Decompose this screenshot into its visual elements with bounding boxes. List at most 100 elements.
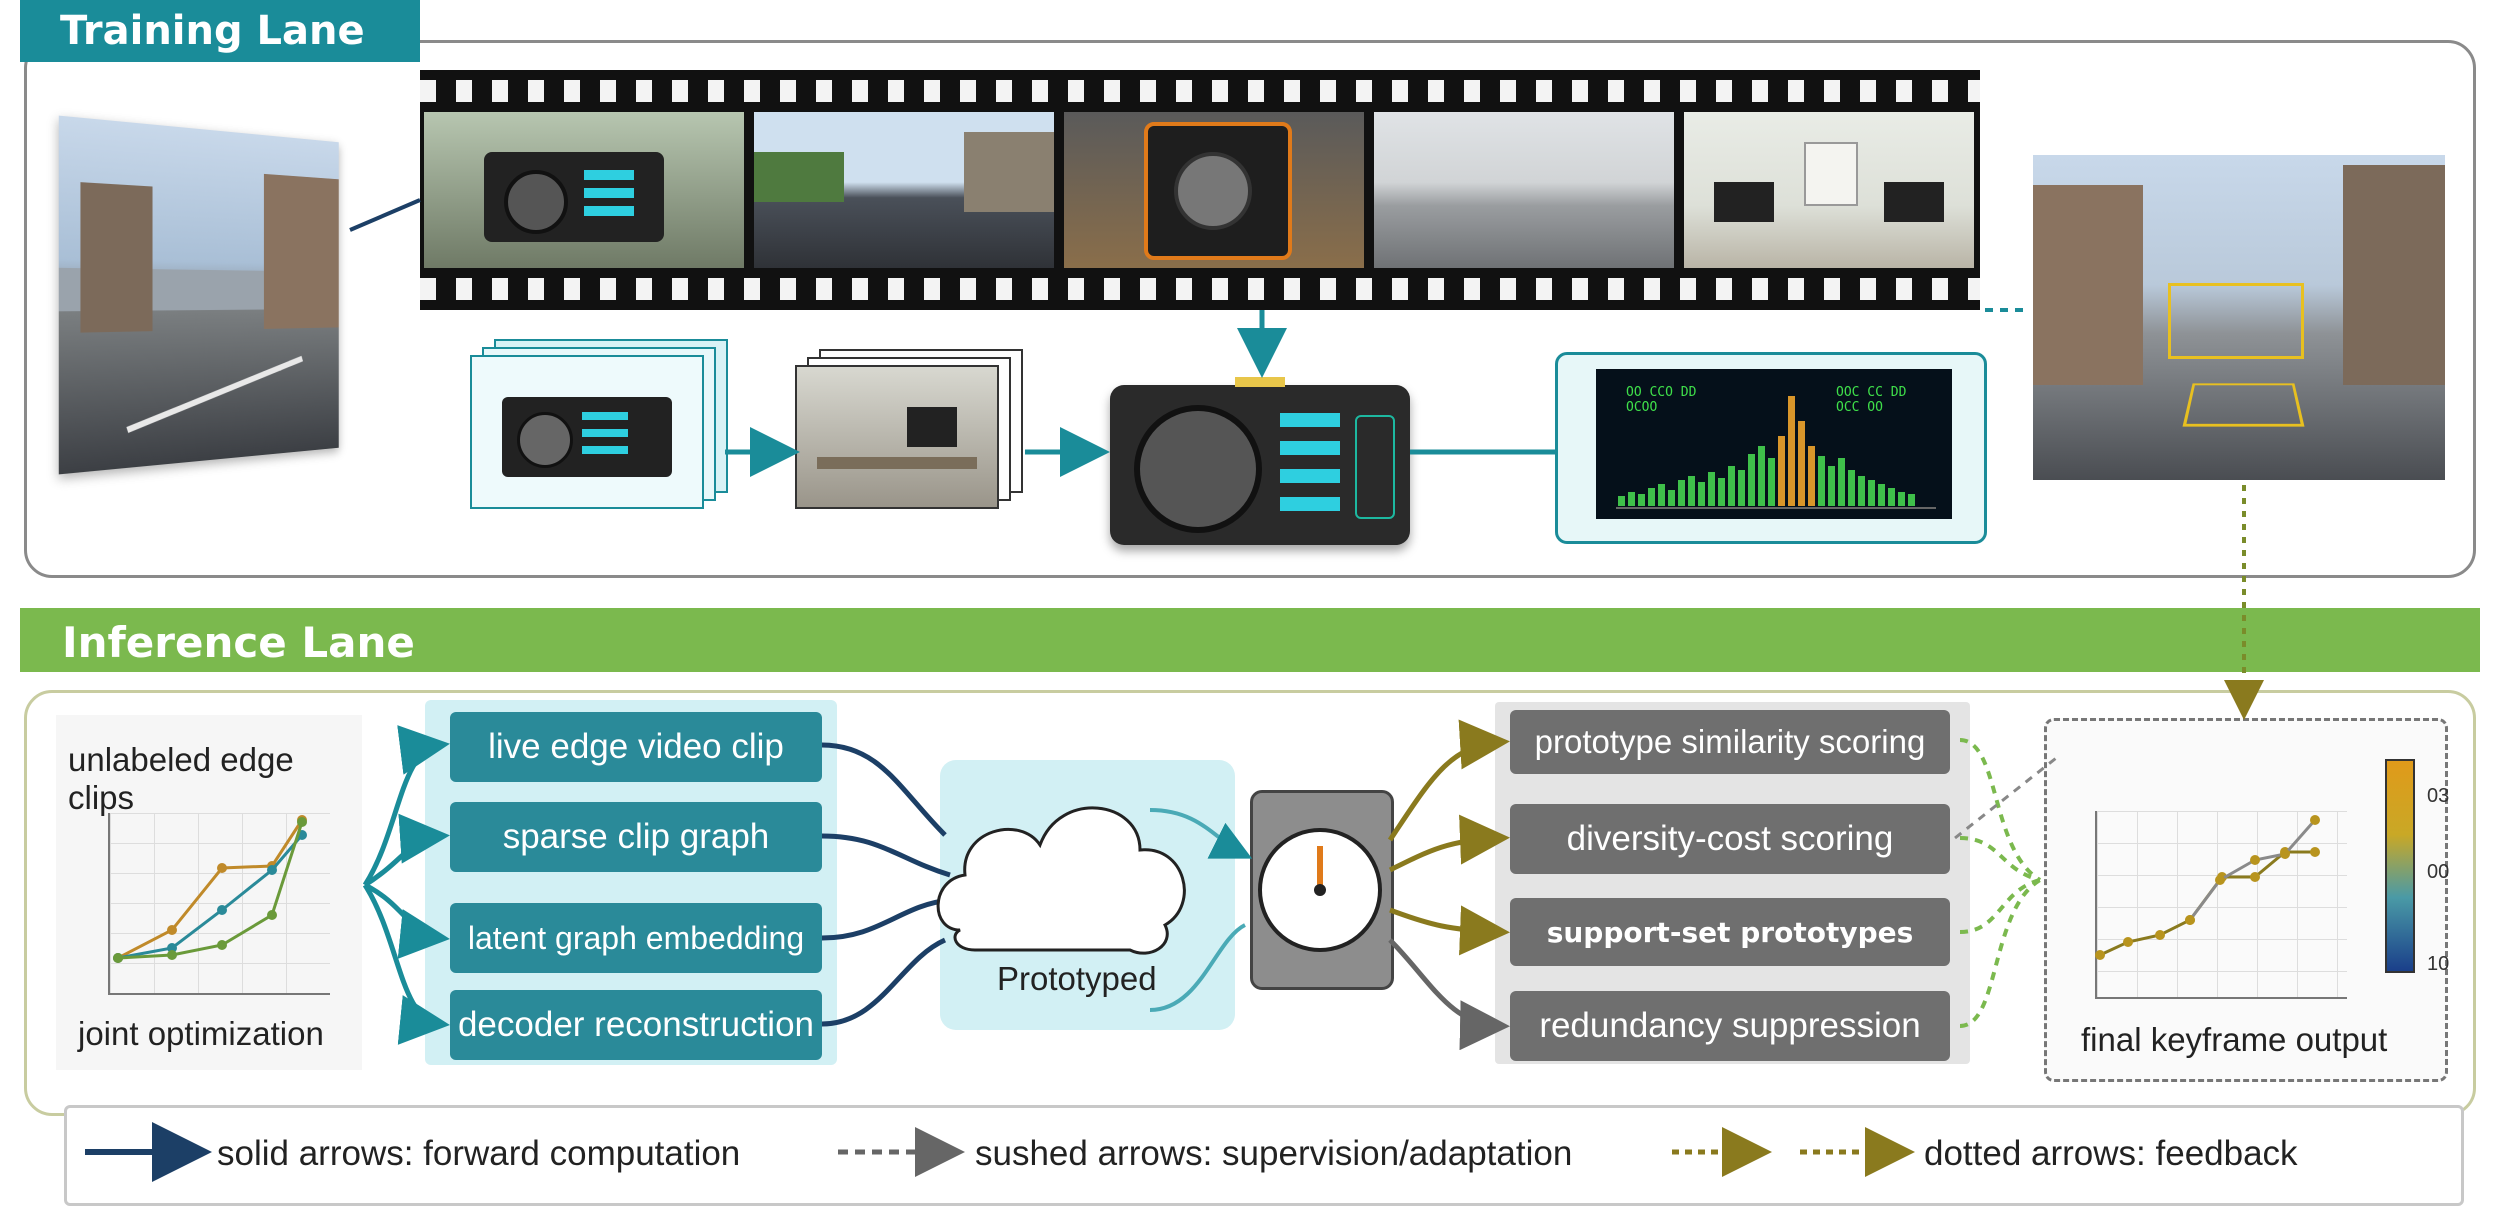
gauge-icon [1258,828,1382,952]
gauge-to-scoring [1387,719,1510,1051]
film-frame-blur-road [1374,112,1674,268]
left-chart-series [117,819,304,960]
edge-device [1110,377,1410,545]
film-strip [420,70,1980,310]
monitor-bar [1628,492,1635,506]
left-panel-title: unlabeled edge clips [68,741,294,816]
output-chart-point [2185,915,2195,925]
output-chart-lines [2095,815,2320,960]
cloud-to-gauge [1149,808,1253,1012]
monitor-bar [1878,484,1885,506]
monitor-bar [1748,454,1755,506]
left-chart-point [267,910,277,920]
monitor-bar [1638,494,1645,506]
connector-photo-film [349,198,421,232]
output-chart-series [2188,819,2317,921]
monitor-bar-chart [1618,396,1915,506]
left-chart-series [117,821,304,960]
training-monitor: OO CCO DD OCOO OOC CC DD OCC OO [1555,352,1987,544]
output-chart-point [2310,815,2320,825]
monitor-bar [1858,476,1865,506]
monitor-bar [1718,478,1725,506]
legend: solid arrows: forward computation sushed… [64,1105,2464,1206]
monitor-bar [1618,496,1625,506]
left-chart-point [167,950,177,960]
monitor-bar [1708,472,1715,506]
monitor-bar [1828,466,1835,506]
left-chart-point [167,943,177,953]
monitor-bar [1648,488,1655,506]
left-chart-point [113,953,123,963]
monitor-bar [1908,494,1915,506]
colorbar-tick-mid: 00 [2427,861,2450,883]
monitor-bar [1738,470,1745,506]
cloud-icon [936,806,1186,955]
box-sparse-clip-graph: sparse clip graph [450,802,822,872]
monitor-bar [1768,458,1775,506]
monitor-bar [1808,446,1815,506]
device-card-stack [470,339,730,525]
output-caption: final keyframe output [2081,1021,2388,1058]
box-support-set-prototypes: support-set prototypes [1510,898,1950,966]
left-chart-point [167,925,177,935]
box-label: latent graph embedding [467,919,805,956]
output-chart-point [2310,847,2320,857]
film-frame-office [1684,112,1974,268]
colorbar-tick-bottom: 10 [2427,953,2450,975]
box-diversity-cost-scoring: diversity-cost scoring [1510,804,1950,874]
monitor-bar [1728,466,1735,506]
output-chart-point [2250,872,2260,882]
left-chart-series [117,834,304,960]
output-chart-point [2123,937,2133,947]
fanout-arrows [362,725,450,1045]
output-chart-point [2280,849,2290,859]
box-label: decoder reconstruction [457,1005,815,1044]
office-photo-stack [795,349,1023,525]
legend-dotted-label: dotted arrows: feedback [1924,1134,2298,1173]
left-chart-point [217,905,227,915]
monitor-bar [1788,396,1795,506]
monitor-bar [1838,458,1845,506]
monitor-bar [1688,476,1695,506]
box-label: support-set prototypes [1546,915,1914,949]
output-chart-point [2215,875,2225,885]
roi-box-top [2168,283,2304,359]
monitor-bar [1678,480,1685,506]
box-decoder-reconstruction: decoder reconstruction [450,990,822,1060]
output-chart-point [2250,855,2260,865]
left-chart-point [217,940,227,950]
film-frame-device [424,112,744,268]
monitor-bars [1616,409,1936,509]
box-live-edge-video-clip: live edge video clip [450,712,822,782]
film-sprockets-top [420,80,1980,102]
film-sprockets-bottom [420,278,1980,300]
left-chart-point [267,865,277,875]
output-chart-point [2095,950,2105,960]
device-fan [1134,405,1262,533]
film-frame-device-closeup [1064,112,1364,268]
box-redundancy-suppression: redundancy suppression [1510,991,1950,1061]
box-prototype-similarity-scoring: prototype similarity scoring [1510,710,1950,774]
monitor-bar [1658,484,1665,506]
output-chart-point [2155,930,2165,940]
monitor-readout-right: OOC CC DD OCC OO [1836,385,1907,415]
box-label: live edge video clip [488,727,784,766]
box-label: prototype similarity scoring [1534,723,1926,760]
monitor-bar [1798,421,1805,506]
legend-solid-label: solid arrows: forward computation [217,1134,741,1173]
road-photo-output [2033,155,2445,480]
left-chart-point [217,863,227,873]
box-label: sparse clip graph [502,817,770,856]
monitor-bar [1898,492,1905,506]
legend-dashed-label: sushed arrows: supervision/adaptation [975,1134,1573,1173]
left-panel-caption: joint optimization [78,1015,324,1052]
training-lane-title: Training Lane [60,8,365,54]
training-lane-title-bar: Training Lane [20,0,420,62]
monitor-readout-left: OO CCO DD OCOO [1626,385,1697,415]
left-chart-point [297,817,307,827]
pipeline-to-cloud [821,742,951,1027]
cloud-label: Prototyped [997,960,1157,997]
training-lane-frame [24,40,2476,578]
monitor-bar [1848,470,1855,506]
